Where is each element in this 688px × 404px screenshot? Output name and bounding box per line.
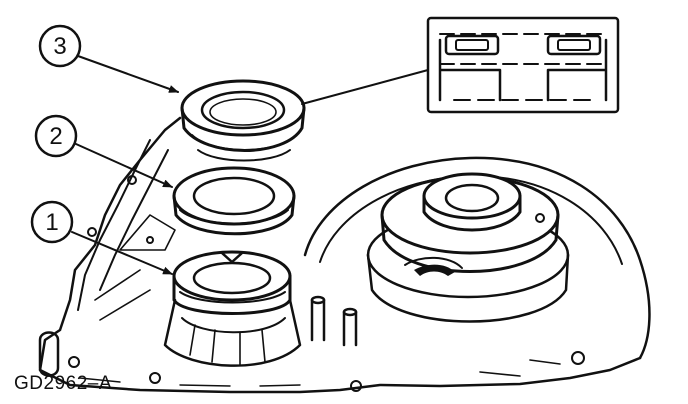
dowel-pins (310, 295, 585, 392)
leader-line-1 (71, 231, 173, 275)
leader-lines (71, 55, 429, 275)
callout-3-label: 3 (53, 33, 66, 60)
seal-cross-section-inset (426, 16, 620, 114)
seal-1 (172, 250, 292, 315)
leader-line-2 (75, 143, 173, 188)
transmission-case (38, 116, 651, 394)
callout-1: 1 (30, 200, 74, 244)
callout-2: 2 (34, 114, 78, 158)
callout-1-label: 1 (45, 209, 58, 236)
inset-leader-line (301, 69, 429, 105)
callout-2-label: 2 (49, 123, 62, 150)
figure-code-label: GD2962–A (14, 373, 113, 394)
leader-line-3 (77, 55, 179, 93)
seal-2 (172, 166, 296, 236)
callout-3: 3 (38, 24, 82, 68)
seal-3 (180, 79, 306, 162)
pump-bore-housing (163, 298, 302, 367)
stator-support-hub (366, 172, 570, 323)
